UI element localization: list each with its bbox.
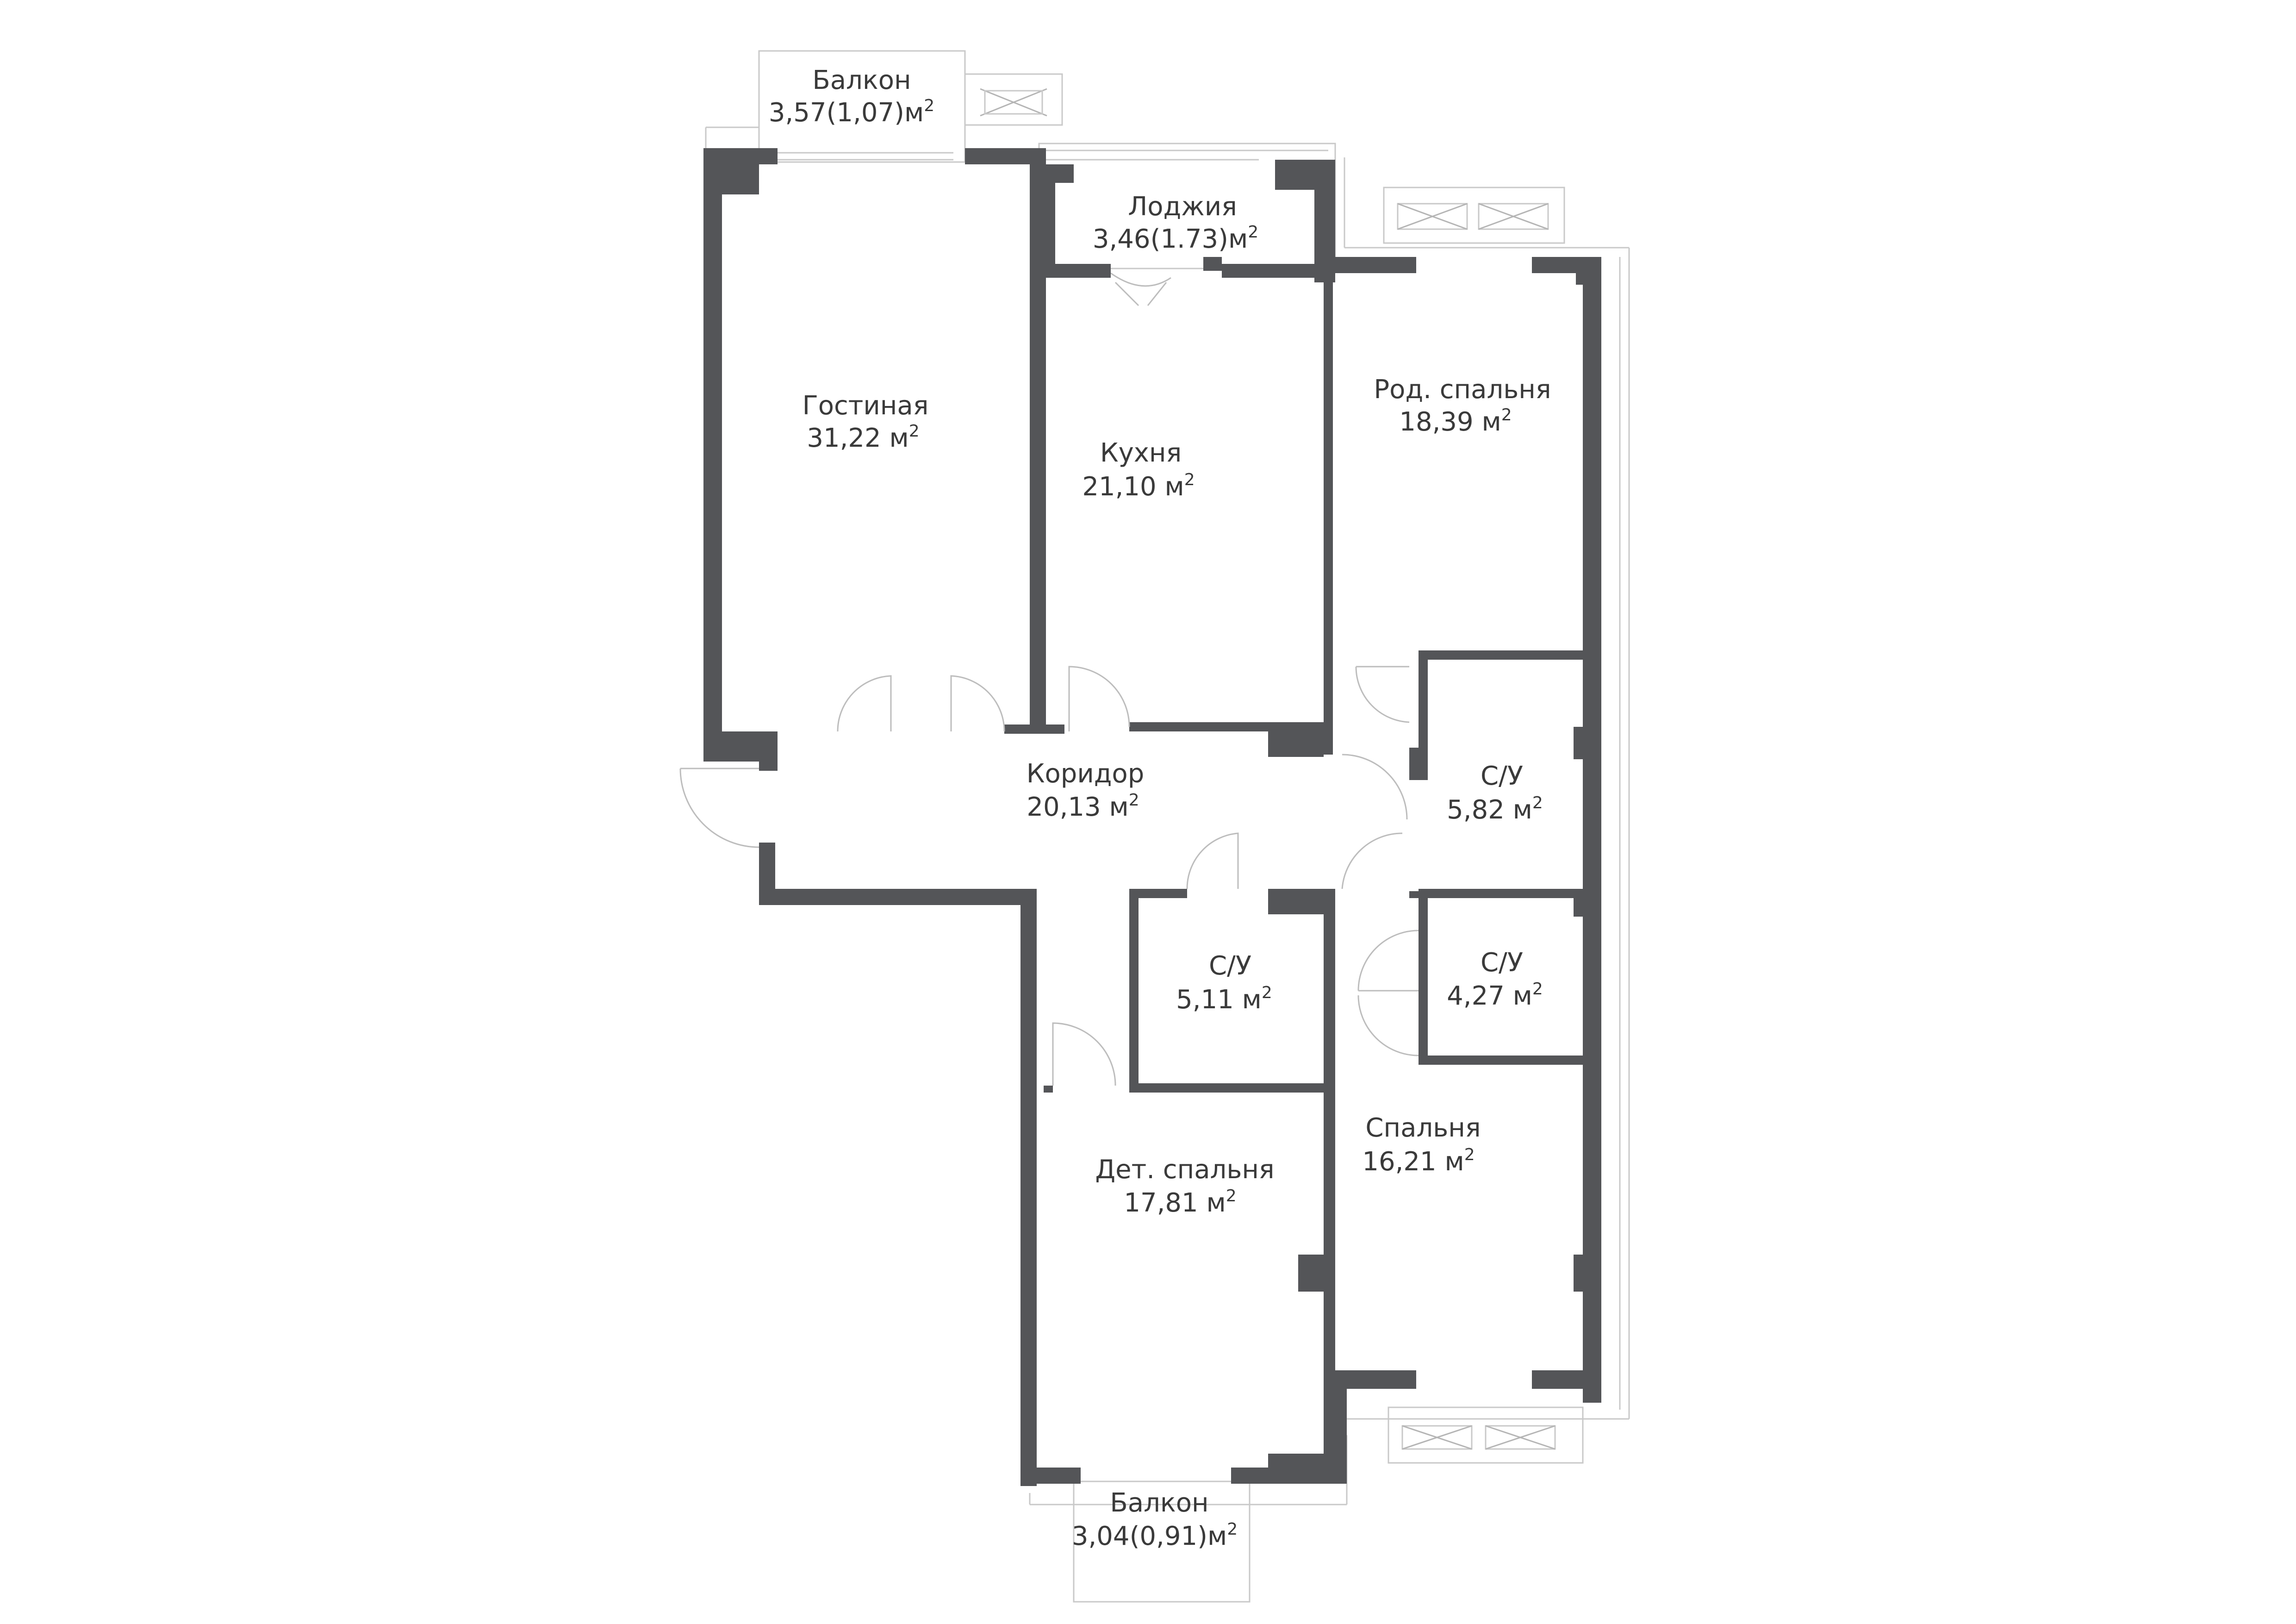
room-name: Дет. спальня [1095,1155,1274,1185]
unit-superscript: 2 [1248,223,1258,242]
room-name: С/У [1481,761,1523,791]
unit-superscript: 2 [1129,791,1139,810]
room-name: С/У [1481,948,1523,978]
svg-text:4,27 м2: 4,27 м2 [1447,980,1543,1011]
svg-text:20,13 м2: 20,13 м2 [1027,791,1139,822]
svg-text:5,11 м2: 5,11 м2 [1176,983,1272,1015]
room-area: 21,10 м [1082,472,1184,502]
unit-superscript: 2 [1501,406,1512,425]
unit-superscript: 2 [1226,1187,1237,1206]
svg-text:18,39 м2: 18,39 м2 [1399,406,1512,437]
svg-text:17,81 м2: 17,81 м2 [1124,1187,1236,1218]
svg-text:21,10 м2: 21,10 м2 [1082,470,1195,502]
room-area: 20,13 м [1027,792,1128,822]
room-area: 3,46(1.73)м [1093,224,1248,254]
room-area: 3,04(0,91)м [1072,1521,1227,1551]
room-area: 16,21 м [1362,1147,1464,1177]
room-label-living: Гостиная 31,22 м2 [803,391,929,453]
room-label-bath-2: С/У 5,11 м2 [1176,951,1272,1015]
unit-superscript: 2 [1262,983,1272,1002]
room-area: 5,82 м [1447,795,1532,825]
unit-superscript: 2 [1227,1520,1238,1539]
room-label-balcony-bottom: Балкон 3,04(0,91)м2 [1072,1488,1238,1551]
room-area: 18,39 м [1399,407,1501,437]
room-label-bath-1: С/У 5,82 м2 [1447,761,1543,825]
svg-text:3,04(0,91)м2: 3,04(0,91)м2 [1072,1520,1238,1551]
bedroom-window-top [1344,157,1630,1419]
room-area: 3,57(1,07)м [769,98,924,128]
room-name: Род. спальня [1374,375,1551,405]
svg-text:31,22 м2: 31,22 м2 [807,422,919,453]
doors [679,666,1419,1086]
room-name: Гостиная [803,391,929,421]
room-label-kitchen: Кухня 21,10 м2 [1082,438,1195,502]
room-name: Кухня [1100,438,1182,468]
bedroom-window-bottom [1342,1406,1629,1464]
svg-text:3,57(1,07)м2: 3,57(1,07)м2 [769,96,934,128]
room-area: 4,27 м [1447,981,1532,1011]
room-label-loggia: Лоджия 3,46(1.73)м2 [1093,192,1258,254]
room-label-bedroom: Спальня 16,21 м2 [1362,1113,1481,1177]
svg-text:16,21 м2: 16,21 м2 [1362,1145,1475,1177]
svg-text:5,82 м2: 5,82 м2 [1447,793,1543,825]
unit-superscript: 2 [924,96,934,115]
walls [703,148,1601,1486]
unit-superscript: 2 [1532,980,1543,999]
room-name: С/У [1209,951,1251,981]
room-label-master-bedroom: Род. спальня 18,39 м2 [1374,375,1551,437]
room-name: Балкон [812,65,911,95]
room-area: 5,11 м [1176,985,1262,1015]
room-name: Лоджия [1128,192,1237,222]
svg-text:3,46(1.73)м2: 3,46(1.73)м2 [1093,223,1258,254]
unit-superscript: 2 [1464,1145,1475,1164]
room-area: 31,22 м [807,423,908,453]
room-label-bath-3: С/У 4,27 м2 [1447,948,1543,1011]
room-label-kids-bedroom: Дет. спальня 17,81 м2 [1095,1155,1274,1218]
room-label-balcony-top: Балкон 3,57(1,07)м2 [769,65,934,128]
balcony-top-outline [758,50,1063,163]
room-name: Коридор [1027,759,1145,789]
unit-superscript: 2 [909,422,920,441]
unit-superscript: 2 [1532,793,1543,812]
room-area: 17,81 м [1124,1188,1226,1218]
room-name: Спальня [1365,1113,1481,1143]
unit-superscript: 2 [1184,470,1195,489]
entrance-outline [705,126,759,148]
room-name: Балкон [1110,1488,1208,1518]
room-label-corridor: Коридор 20,13 м2 [1027,759,1145,822]
